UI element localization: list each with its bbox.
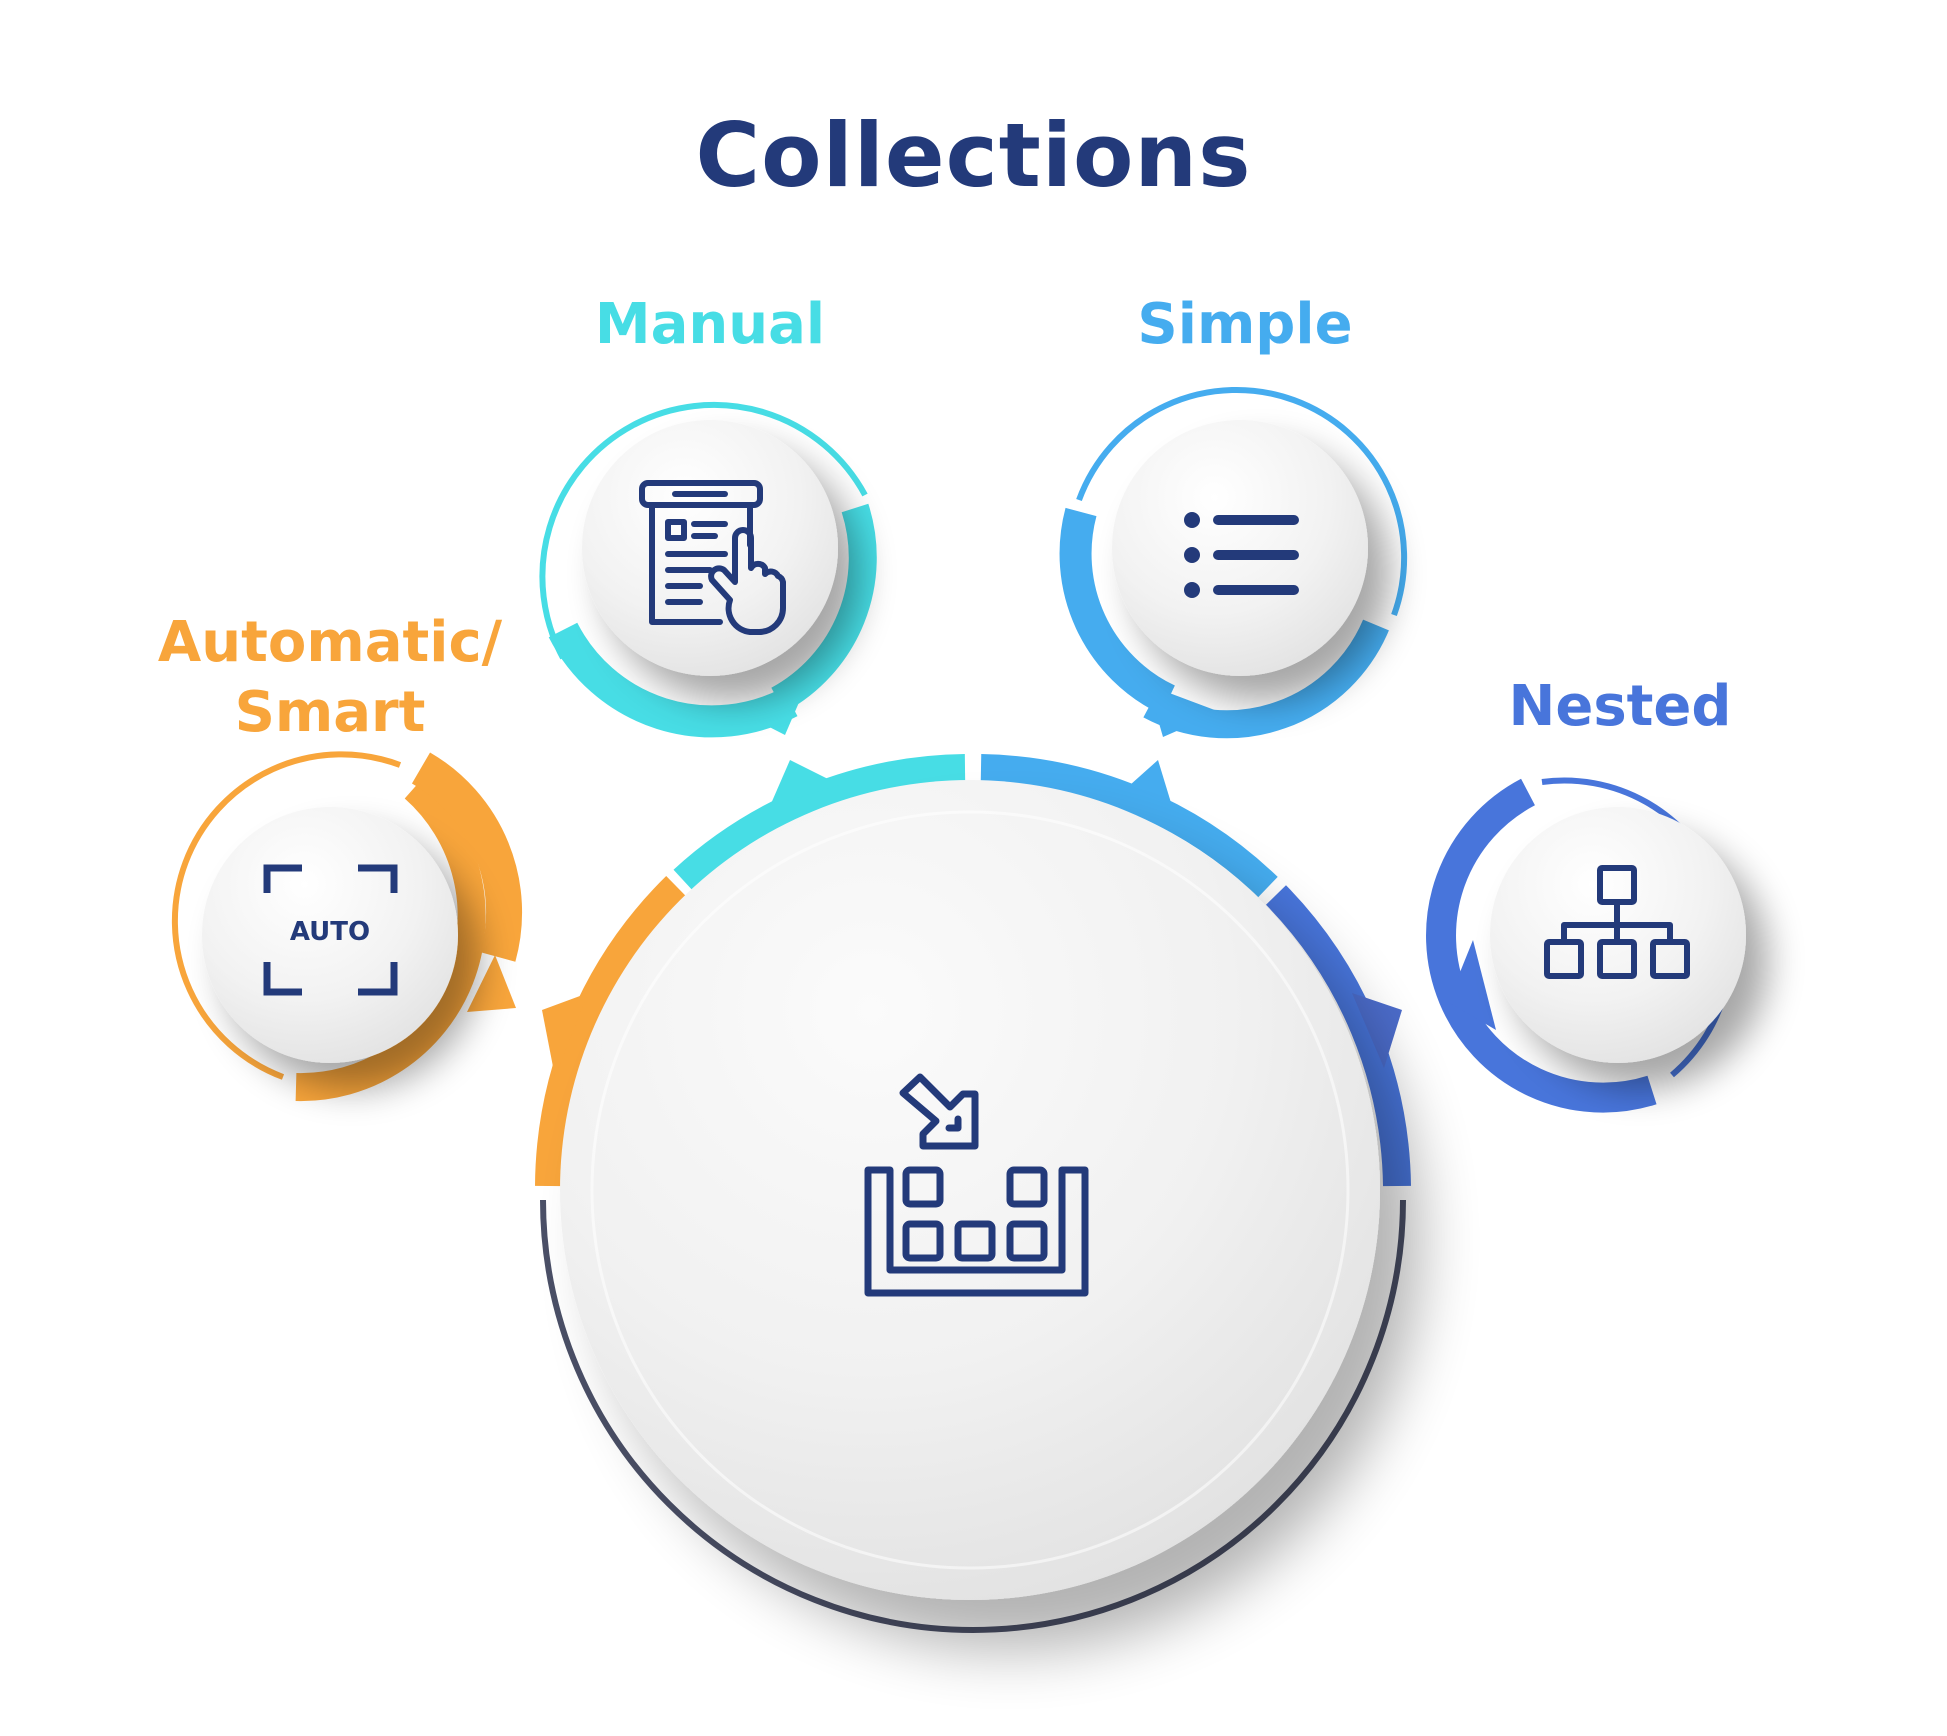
- center-arc-nested: [1265, 885, 1411, 1187]
- page-title: Collections: [695, 104, 1252, 207]
- center-arc-nested-pointer: [1352, 993, 1402, 1068]
- hierarchy-tree-icon: [1544, 865, 1690, 979]
- label-simple-text: Simple: [1137, 292, 1353, 357]
- label-manual: Manual: [540, 290, 880, 360]
- node-simple[interactable]: [1059, 386, 1408, 739]
- label-automatic-smart-line-2: Smart: [234, 680, 426, 745]
- center-arc-manual: [673, 754, 966, 891]
- center-dark-ring: [540, 1199, 1406, 1633]
- bulleted-list-icon: [1184, 512, 1299, 598]
- label-automatic-smart-line-1: Automatic/: [157, 610, 503, 675]
- node-manual[interactable]: [539, 401, 877, 738]
- label-automatic-smart: Automatic/ Smart: [150, 608, 510, 748]
- label-simple: Simple: [1075, 290, 1415, 360]
- label-nested: Nested: [1450, 672, 1790, 742]
- auto-icon-text: AUTO: [290, 917, 370, 947]
- center-arc-manual-pointer: [770, 760, 840, 806]
- auto-scan-icon: AUTO: [263, 864, 398, 996]
- collection-boxes-icon: [864, 1073, 1089, 1297]
- document-hand-pointer-icon: [639, 480, 786, 635]
- center-arc-simple-pointer: [1130, 760, 1172, 806]
- center-arc-auto: [535, 876, 686, 1187]
- label-nested-text: Nested: [1508, 674, 1732, 739]
- node-auto[interactable]: AUTO: [171, 751, 523, 1102]
- center-arc-simple: [980, 754, 1278, 898]
- label-manual-text: Manual: [594, 292, 826, 357]
- node-nested[interactable]: [1426, 777, 1746, 1113]
- center-node: [535, 754, 1411, 1633]
- center-face: [560, 780, 1380, 1600]
- center-arc-auto-pointer: [542, 993, 588, 1077]
